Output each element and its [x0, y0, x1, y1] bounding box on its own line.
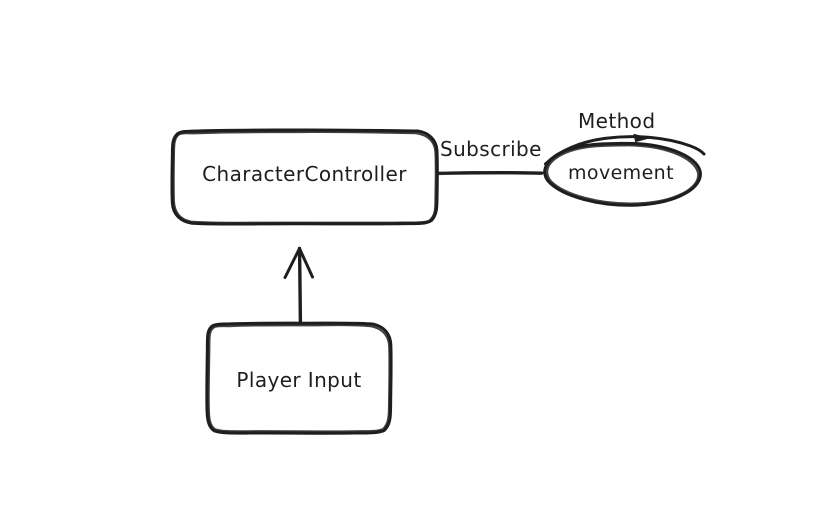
annotation-label-method: Method: [578, 109, 656, 133]
node-label-player-input: Player Input: [236, 368, 362, 392]
edge-label-subscribe: Subscribe: [440, 137, 542, 161]
edge-controller-to-movement[interactable]: [436, 171, 544, 176]
node-character-controller-shape[interactable]: [170, 128, 439, 226]
annotation-method-arrow: [544, 133, 706, 166]
node-label-movement: movement: [568, 162, 674, 184]
node-movement-shape[interactable]: [543, 141, 702, 207]
node-player-input-shape[interactable]: [205, 321, 393, 435]
edge-player-input-to-controller[interactable]: [283, 246, 314, 325]
node-label-character-controller: CharacterController: [202, 162, 407, 186]
